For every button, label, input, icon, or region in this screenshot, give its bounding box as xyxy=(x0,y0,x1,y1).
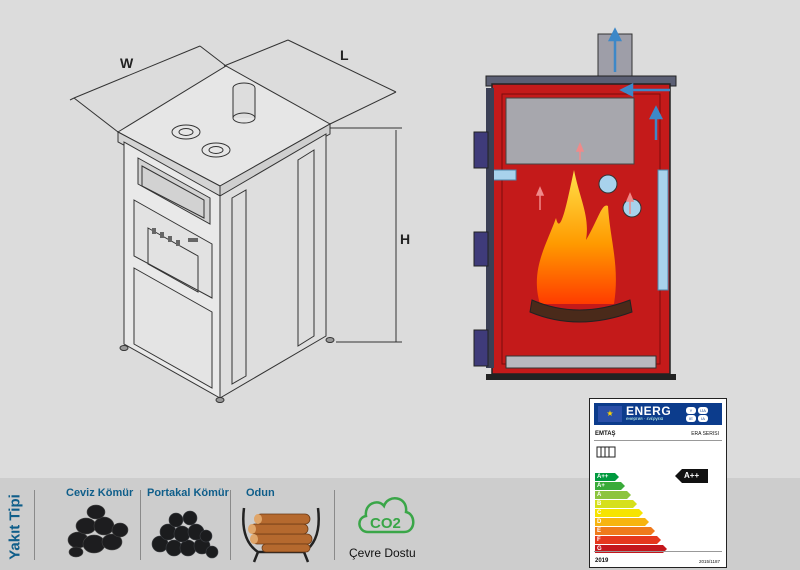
energy-class-label: C xyxy=(597,510,602,516)
energy-class-label: A+ xyxy=(597,483,605,489)
door-lower xyxy=(473,329,489,367)
dimension-h-line xyxy=(322,127,402,343)
energy-rating-badge: A++ xyxy=(675,469,708,483)
energy-class-label: A xyxy=(597,492,602,498)
orange-coal-image xyxy=(151,510,219,559)
energy-class-bar: F xyxy=(595,536,661,544)
energy-label-subtitle: енергия · ενέργεια xyxy=(626,416,664,421)
door-middle xyxy=(473,231,489,267)
energy-class-label: G xyxy=(597,546,602,552)
divider xyxy=(140,490,141,560)
energy-class-bar: C xyxy=(595,509,643,517)
ash-tray xyxy=(505,355,657,369)
energy-label-regulation: 2015/1187 xyxy=(699,559,720,564)
energy-class-bar: A+ xyxy=(595,482,625,490)
wood-image xyxy=(242,507,320,563)
energy-class-label: E xyxy=(597,528,602,534)
door-upper xyxy=(473,131,489,169)
energy-class-bar: A++ xyxy=(595,473,619,481)
energy-label-year: 2019 xyxy=(595,558,609,564)
eu-flag-icon: ★ xyxy=(598,406,622,422)
radiator-icon xyxy=(596,446,616,458)
energy-class-label: F xyxy=(597,537,601,543)
water-tube-upper xyxy=(598,174,618,194)
energy-class-label: D xyxy=(597,519,602,525)
energy-class-label: A++ xyxy=(597,474,609,480)
energy-class-bar: E xyxy=(595,527,655,535)
dimension-w-label: W xyxy=(120,55,134,71)
dimension-l-line xyxy=(223,39,397,125)
energy-class-bar: D xyxy=(595,518,649,526)
energy-class-label: B xyxy=(597,501,602,507)
eco-friendly-label: Çevre Dostu xyxy=(349,546,416,560)
walnut-coal-image xyxy=(67,504,129,558)
energy-class-bar: A xyxy=(595,491,631,499)
lang-badge: IA xyxy=(698,415,708,422)
energy-label-brand: EMTAŞ xyxy=(595,431,616,437)
lang-badge: Y xyxy=(686,407,696,414)
energy-label-title: ENERG xyxy=(626,404,672,418)
energy-label-header: ★ ENERG енергия · ενέργεια Y IJA IE IA xyxy=(594,403,722,425)
divider xyxy=(334,490,335,560)
co2-badge: CO2 xyxy=(370,515,401,532)
energy-class-bar: B xyxy=(595,500,637,508)
dimension-h-label: H xyxy=(400,231,410,247)
lang-badge: IE xyxy=(686,415,696,422)
divider xyxy=(594,440,722,441)
flame xyxy=(536,170,616,304)
cloud-icon: CO2 xyxy=(358,497,415,534)
divider xyxy=(230,490,231,560)
fuel-type-title: Yakıt Tipi xyxy=(6,494,24,560)
stove-isometric-drawing: W L H xyxy=(69,39,410,403)
energy-label-model: ERA SERISI xyxy=(691,431,719,437)
boiler-cross-section xyxy=(473,27,677,380)
lang-badge: IJA xyxy=(698,407,708,414)
grate xyxy=(529,299,633,323)
fuel-orange-coal-label: Portakal Kömür xyxy=(147,487,229,499)
dimension-w-line xyxy=(69,45,227,133)
divider xyxy=(34,490,35,560)
fuel-walnut-coal-label: Ceviz Kömür xyxy=(66,487,134,499)
energy-label: ★ ENERG енергия · ενέργεια Y IJA IE IA E… xyxy=(589,398,727,568)
dimension-l-label: L xyxy=(340,47,349,63)
energy-class-bar: G xyxy=(595,545,667,553)
divider xyxy=(594,551,722,552)
fuel-wood-label: Odun xyxy=(246,487,275,499)
heat-exchanger xyxy=(505,97,635,165)
